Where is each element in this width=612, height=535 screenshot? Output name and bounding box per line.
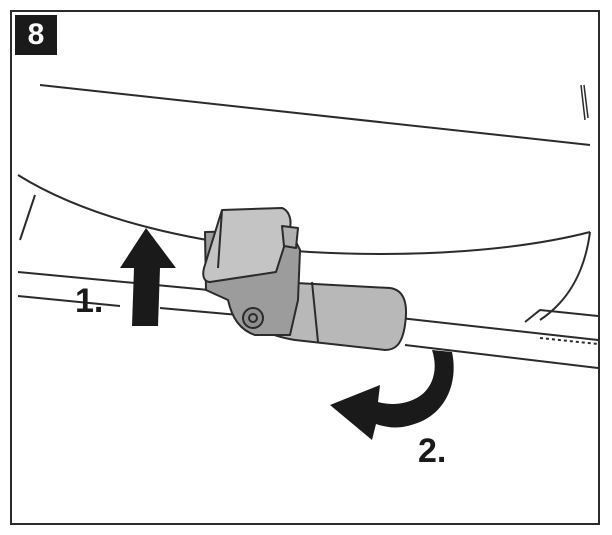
rail-line-upper — [17, 271, 231, 293]
curved-arrow-icon — [330, 350, 454, 440]
step-number-badge: 8 — [15, 15, 57, 55]
panel-hatch-lines — [580, 84, 589, 121]
rail-small-detail — [524, 308, 598, 323]
panel-top-edge — [39, 84, 591, 146]
rail-line-right-low — [404, 344, 598, 369]
latch-arm-seam — [311, 281, 319, 343]
rail-line-lower — [17, 295, 121, 307]
latch-clip-back — [281, 225, 299, 249]
step-2-label: 2. — [418, 432, 447, 470]
latch-clip-edge — [217, 209, 223, 269]
rail-line-right — [399, 317, 598, 341]
latch-assembly — [202, 207, 408, 351]
illustration-frame — [10, 10, 600, 525]
step-1-label: 1. — [75, 282, 104, 320]
latch-clip — [202, 207, 292, 283]
hood-left-edge — [19, 194, 36, 241]
rail-dashes — [539, 337, 598, 345]
hood-right-edge — [539, 231, 591, 321]
arrow-up-icon — [120, 228, 176, 326]
hood-curve — [17, 174, 591, 255]
pivot-screw-center — [248, 313, 258, 323]
